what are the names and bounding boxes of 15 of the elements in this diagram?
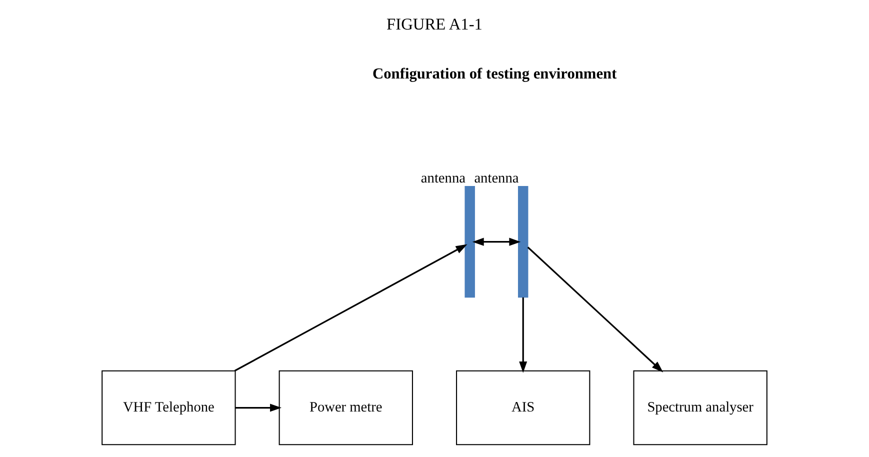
arrow bbox=[472, 238, 521, 246]
node-bar bbox=[464, 186, 475, 298]
node-box: AIS bbox=[456, 370, 590, 446]
arrow bbox=[234, 244, 468, 372]
arrow bbox=[235, 404, 282, 412]
arrow bbox=[527, 246, 664, 372]
label: Configuration of testing environment bbox=[372, 65, 617, 82]
diagram-title: FIGURE A1-1 bbox=[386, 14, 482, 34]
arrow bbox=[519, 297, 528, 373]
node-label: antenna bbox=[474, 170, 519, 187]
node-bar bbox=[518, 186, 528, 298]
node-box: Spectrum analyser bbox=[633, 370, 768, 446]
node-label: antenna bbox=[420, 170, 466, 187]
node-box: Power metre bbox=[278, 370, 413, 446]
node-box: VHF Telephone bbox=[102, 370, 236, 446]
